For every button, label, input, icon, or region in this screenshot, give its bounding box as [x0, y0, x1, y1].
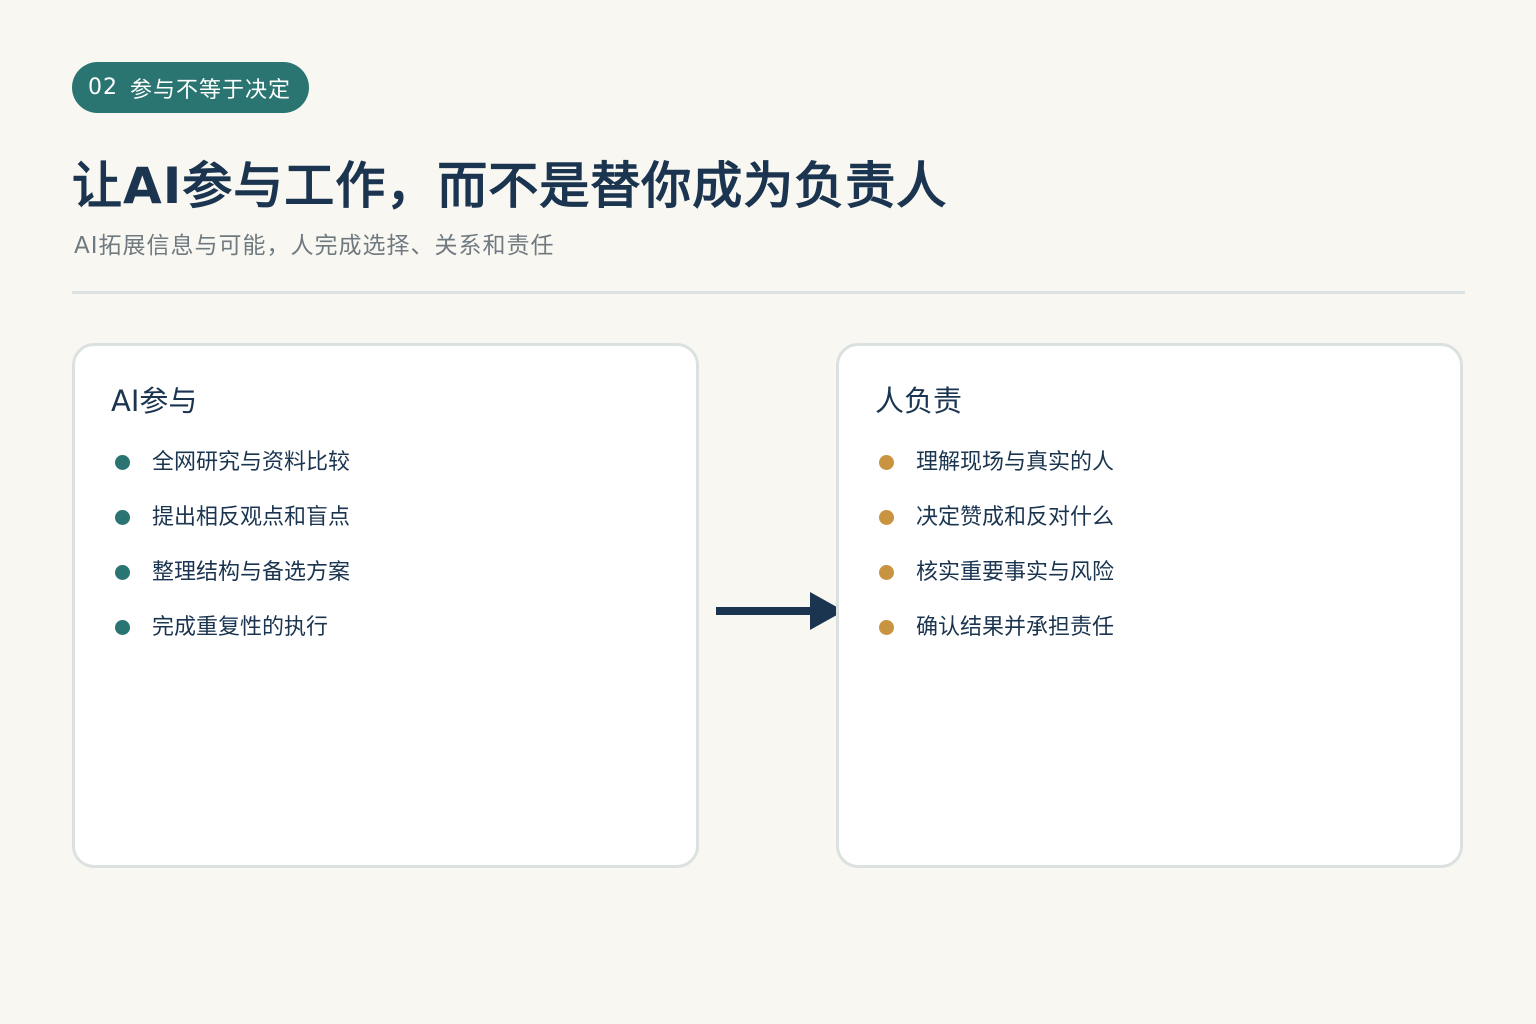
list-item: 提出相反观点和盲点: [115, 499, 350, 554]
list-item-text: 完成重复性的执行: [152, 615, 329, 640]
ai-participation-card: AI参与 全网研究与资料比较 提出相反观点和盲点 整理结构与备选方案 完成重复性…: [72, 343, 699, 868]
bullet-dot-icon: [115, 565, 130, 580]
section-badge: 02 参与不等于决定: [72, 62, 310, 113]
bullet-dot-icon: [879, 455, 894, 470]
bullet-dot-icon: [879, 510, 894, 525]
arrow-right-icon: [716, 592, 844, 630]
header-divider: [72, 291, 1465, 294]
list-item-text: 理解现场与真实的人: [916, 450, 1115, 475]
section-label: 参与不等于决定: [130, 77, 292, 103]
list-item: 理解现场与真实的人: [879, 444, 1114, 499]
bullet-dot-icon: [115, 620, 130, 635]
ai-card-title: AI参与: [111, 384, 198, 418]
list-item-text: 决定赞成和反对什么: [916, 505, 1115, 530]
ai-item-list: 全网研究与资料比较 提出相反观点和盲点 整理结构与备选方案 完成重复性的执行: [115, 444, 350, 664]
section-number: 02: [88, 75, 118, 100]
bullet-dot-icon: [879, 620, 894, 635]
list-item: 全网研究与资料比较: [115, 444, 350, 499]
list-item-text: 整理结构与备选方案: [152, 560, 351, 585]
list-item: 整理结构与备选方案: [115, 554, 350, 609]
list-item-text: 确认结果并承担责任: [916, 615, 1115, 640]
bullet-dot-icon: [879, 565, 894, 580]
list-item-text: 全网研究与资料比较: [152, 450, 351, 475]
human-responsibility-card: 人负责 理解现场与真实的人 决定赞成和反对什么 核实重要事实与风险 确认结果并承…: [836, 343, 1463, 868]
page-title: 让AI参与工作，而不是替你成为负责人: [72, 157, 948, 215]
human-card-title: 人负责: [875, 384, 963, 418]
page-subtitle: AI拓展信息与可能，人完成选择、关系和责任: [74, 233, 555, 259]
list-item: 完成重复性的执行: [115, 609, 350, 664]
bullet-dot-icon: [115, 510, 130, 525]
list-item: 核实重要事实与风险: [879, 554, 1114, 609]
list-item: 决定赞成和反对什么: [879, 499, 1114, 554]
bullet-dot-icon: [115, 455, 130, 470]
list-item-text: 核实重要事实与风险: [916, 560, 1115, 585]
human-item-list: 理解现场与真实的人 决定赞成和反对什么 核实重要事实与风险 确认结果并承担责任: [879, 444, 1114, 664]
list-item: 确认结果并承担责任: [879, 609, 1114, 664]
list-item-text: 提出相反观点和盲点: [152, 505, 351, 530]
